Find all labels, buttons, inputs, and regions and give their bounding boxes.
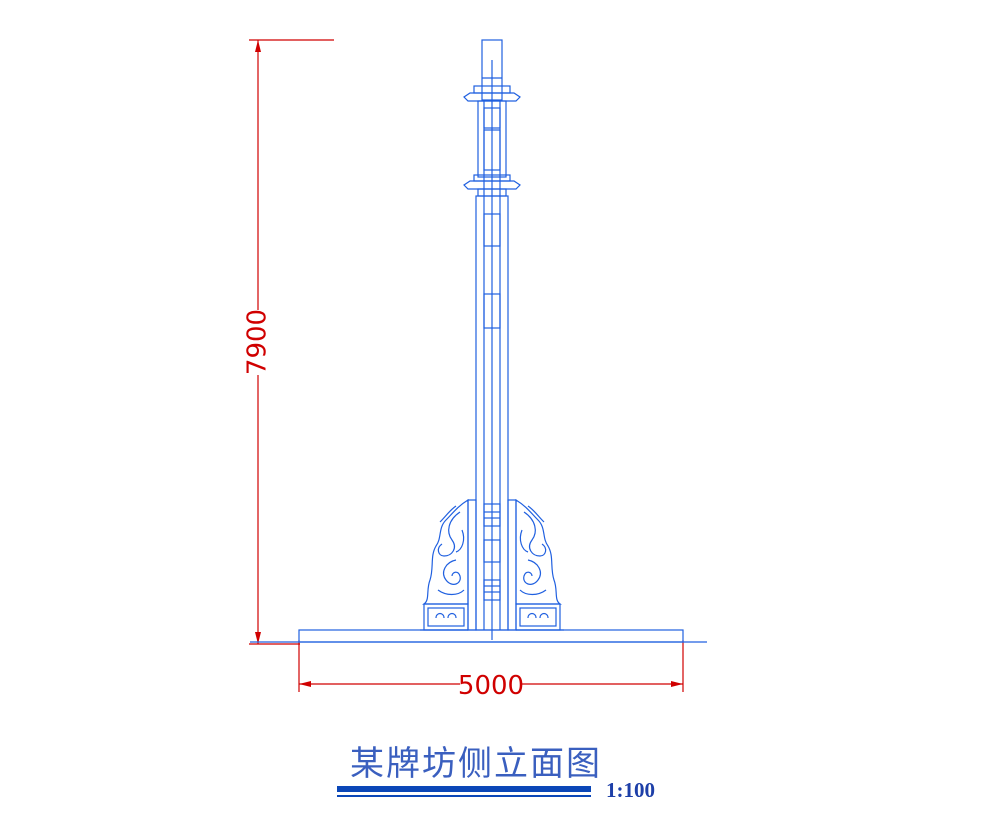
drawing-scale: 1:100	[606, 778, 655, 802]
drawing-title: 某牌坊侧立面图	[350, 744, 602, 784]
height-dimension-label: 7900	[243, 309, 273, 375]
gateway-structure	[250, 39, 707, 643]
title-underline-thin	[337, 795, 591, 797]
width-dimension-label: 5000	[458, 671, 524, 701]
dimension-lines	[249, 39, 684, 692]
title-underline-thick	[337, 786, 591, 792]
